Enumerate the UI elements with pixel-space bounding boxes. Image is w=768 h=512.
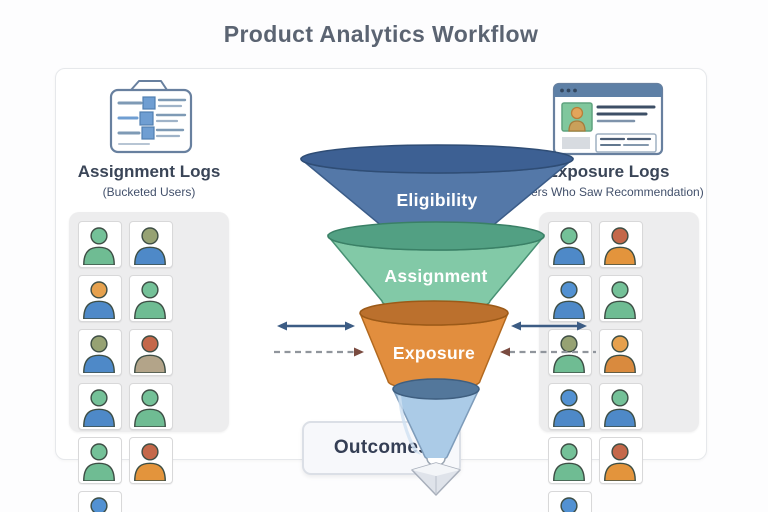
exposed-users-grid: [539, 212, 699, 512]
person-icon: [83, 281, 115, 320]
person-icon: [90, 497, 108, 512]
funnel-stage-assignment: Assignment: [327, 221, 545, 312]
user-card: [78, 329, 122, 376]
eligibility-label: Eligibility: [396, 190, 477, 210]
person-icon: [134, 443, 166, 482]
person-icon: [134, 335, 166, 374]
user-card: [78, 221, 122, 268]
assignment-label: Assignment: [384, 266, 487, 286]
user-card: [599, 437, 643, 484]
person-icon: [553, 281, 585, 320]
user-card: [129, 221, 173, 268]
bucketed-users-grid: [69, 212, 229, 512]
funnel-stage-exposure: Exposure: [359, 300, 509, 391]
person-icon: [83, 389, 115, 428]
assignment-link-arrows: [274, 321, 364, 357]
user-card: [548, 275, 592, 322]
user-card: [599, 329, 643, 376]
person-icon: [134, 227, 166, 266]
exposure-label: Exposure: [393, 343, 475, 363]
diagram-container: Assignment Logs (Bucketed Users): [55, 68, 707, 512]
person-icon: [553, 335, 585, 374]
person-icon: [553, 443, 585, 482]
person-icon: [604, 335, 636, 374]
user-card: [548, 329, 592, 376]
user-card: [129, 383, 173, 430]
person-icon: [604, 227, 636, 266]
person-icon: [134, 389, 166, 428]
browser-recommendation-icon: [552, 82, 664, 161]
user-card: [78, 491, 122, 512]
user-card: [548, 437, 592, 484]
outcomes-box: Outcomes: [302, 421, 461, 475]
page-title: Product Analytics Workflow: [223, 21, 539, 47]
user-card: [78, 383, 122, 430]
person-icon: [553, 389, 585, 428]
user-card: [78, 437, 122, 484]
person-icon: [83, 227, 115, 266]
user-card: [129, 275, 173, 322]
user-card: [599, 383, 643, 430]
user-card: [599, 275, 643, 322]
person-icon: [134, 281, 166, 320]
person-icon: [604, 443, 636, 482]
person-icon: [560, 497, 578, 512]
person-icon: [83, 335, 115, 374]
person-icon: [604, 281, 636, 320]
user-card: [548, 383, 592, 430]
user-card: [548, 491, 592, 512]
user-card: [129, 437, 173, 484]
user-card: [599, 221, 643, 268]
person-icon: [553, 227, 585, 266]
exposure-logs-title: Exposure Logs: [546, 162, 670, 181]
folder-logs-icon: [101, 78, 201, 165]
user-card: [129, 329, 173, 376]
person-icon: [604, 389, 636, 428]
person-icon: [83, 443, 115, 482]
user-card: [548, 221, 592, 268]
assignment-logs-title: Assignment Logs: [77, 162, 221, 181]
user-card: [78, 275, 122, 322]
assignment-logs-subtitle: (Bucketed Users): [102, 185, 196, 199]
exposure-logs-subtitle: (Users Who Saw Recommendation): [512, 185, 704, 199]
